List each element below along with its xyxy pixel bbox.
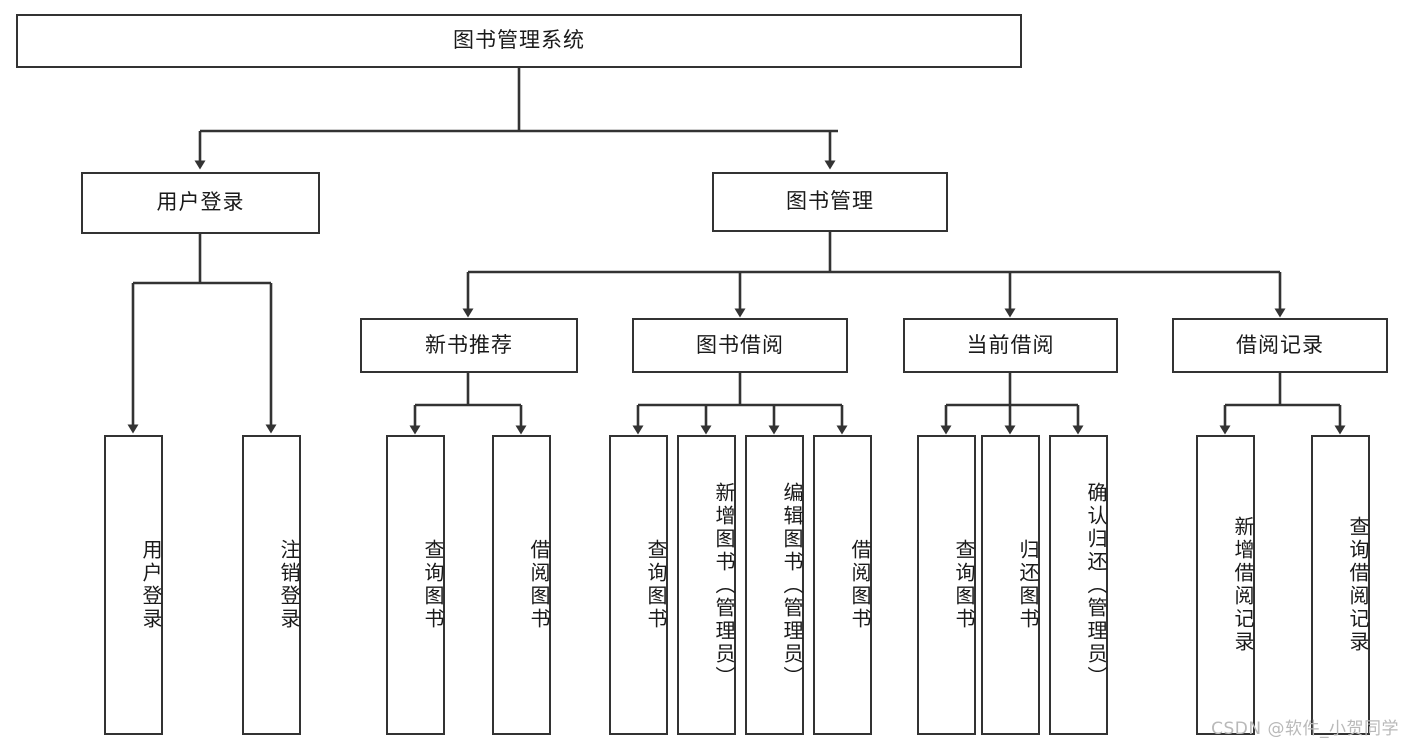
node-user-login[interactable]: 用户登录 <box>81 172 320 234</box>
node-book-management-system[interactable]: 图书管理系统 <box>16 14 1022 68</box>
node-label: 查询借阅记录 <box>1346 516 1370 654</box>
node-leaf-confirm-return[interactable]: 确认归还（管理员） <box>1049 435 1108 735</box>
node-leaf-add-book[interactable]: 新增图书（管理员） <box>677 435 736 735</box>
node-book-management[interactable]: 图书管理 <box>712 172 948 232</box>
node-label: 用户登录 <box>156 190 245 215</box>
node-label: 图书管理系统 <box>453 28 585 53</box>
node-borrow-record[interactable]: 借阅记录 <box>1172 318 1388 373</box>
node-leaf-edit-book[interactable]: 编辑图书（管理员） <box>745 435 804 735</box>
node-leaf-logout-login[interactable]: 注销登录 <box>242 435 301 735</box>
node-new-book-recommend[interactable]: 新书推荐 <box>360 318 578 373</box>
node-label: 注销登录 <box>277 539 301 631</box>
node-book-borrow[interactable]: 图书借阅 <box>632 318 848 373</box>
node-leaf-query-borrow-record[interactable]: 查询借阅记录 <box>1311 435 1370 735</box>
node-leaf-borrow-book-new[interactable]: 借阅图书 <box>492 435 551 735</box>
node-label: 查询图书 <box>952 539 976 631</box>
node-leaf-borrow-book-borrow[interactable]: 借阅图书 <box>813 435 872 735</box>
node-leaf-add-borrow-record[interactable]: 新增借阅记录 <box>1196 435 1255 735</box>
node-label: 新增图书（管理员） <box>712 481 736 689</box>
node-label: 图书借阅 <box>696 332 784 357</box>
node-leaf-query-book-borrow[interactable]: 查询图书 <box>609 435 668 735</box>
node-label: 借阅记录 <box>1236 332 1324 357</box>
node-label: 当前借阅 <box>966 332 1055 357</box>
node-current-borrow[interactable]: 当前借阅 <box>903 318 1118 373</box>
node-label: 编辑图书（管理员） <box>780 481 804 689</box>
node-label: 新书推荐 <box>425 332 513 357</box>
node-label: 新增借阅记录 <box>1231 516 1255 654</box>
node-leaf-query-book-current[interactable]: 查询图书 <box>917 435 976 735</box>
node-label: 借阅图书 <box>848 539 872 631</box>
node-label: 查询图书 <box>421 539 445 631</box>
node-label: 借阅图书 <box>527 539 551 631</box>
node-label: 确认归还（管理员） <box>1084 481 1108 689</box>
node-leaf-query-book-new[interactable]: 查询图书 <box>386 435 445 735</box>
node-label: 用户登录 <box>139 539 163 631</box>
node-label: 图书管理 <box>786 189 874 214</box>
node-label: 查询图书 <box>644 539 668 631</box>
node-label: 归还图书 <box>1016 539 1040 631</box>
node-leaf-user-login[interactable]: 用户登录 <box>104 435 163 735</box>
node-leaf-return-book[interactable]: 归还图书 <box>981 435 1040 735</box>
